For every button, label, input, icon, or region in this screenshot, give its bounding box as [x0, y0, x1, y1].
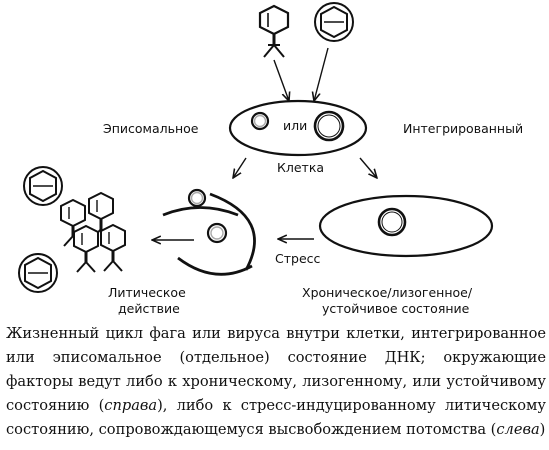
lysing-cell [162, 188, 256, 276]
phage-life-cycle-diagram: Эписомальное или Интегрированный Клетка … [18, 2, 523, 316]
integrated-cell-dna [377, 207, 407, 237]
arrow-virion-to-cell [314, 47, 329, 101]
label-chronic-line2: устойчивое состояние [322, 301, 470, 316]
integrated-dna-circle [313, 110, 345, 142]
label-integrated: Интегрированный [403, 121, 523, 136]
caption-left-word: слева [496, 421, 540, 438]
phage-icon-released-3 [73, 224, 99, 273]
arrow-phage-to-cell [273, 59, 289, 101]
caption-text-2: ), либо к стресс-индуцированному литичес… [6, 397, 546, 438]
released-virions [18, 166, 126, 293]
label-stress: Стресс [275, 251, 321, 266]
arrow-cell-to-lytic [233, 157, 247, 178]
label-chronic-line1: Хроническое/лизогенное/ [302, 285, 473, 300]
virion-icon-released-1 [23, 166, 63, 206]
label-or: или [283, 118, 307, 133]
label-lytic-line1: Литическое [108, 285, 186, 300]
phage-icon-released-4 [100, 223, 126, 272]
label-episomal: Эписомальное [103, 121, 199, 136]
virion-icon-top-right [314, 2, 354, 42]
arrow-cell-to-chronic [359, 157, 377, 178]
figure-caption: Жизненный цикл фага или вируса внутри кл… [6, 322, 546, 442]
phage-icon-top-left [258, 4, 290, 58]
virion-icon-released-2 [18, 253, 58, 293]
label-cell: Клетка [277, 160, 324, 175]
caption-text-1: Жизненный цикл фага или вируса внутри кл… [6, 325, 546, 414]
caption-text-3: ) [539, 421, 546, 438]
caption-right-word: справа [104, 397, 158, 414]
integrated-cell-ellipse [318, 194, 494, 258]
label-lytic-line2: действие [118, 301, 180, 316]
